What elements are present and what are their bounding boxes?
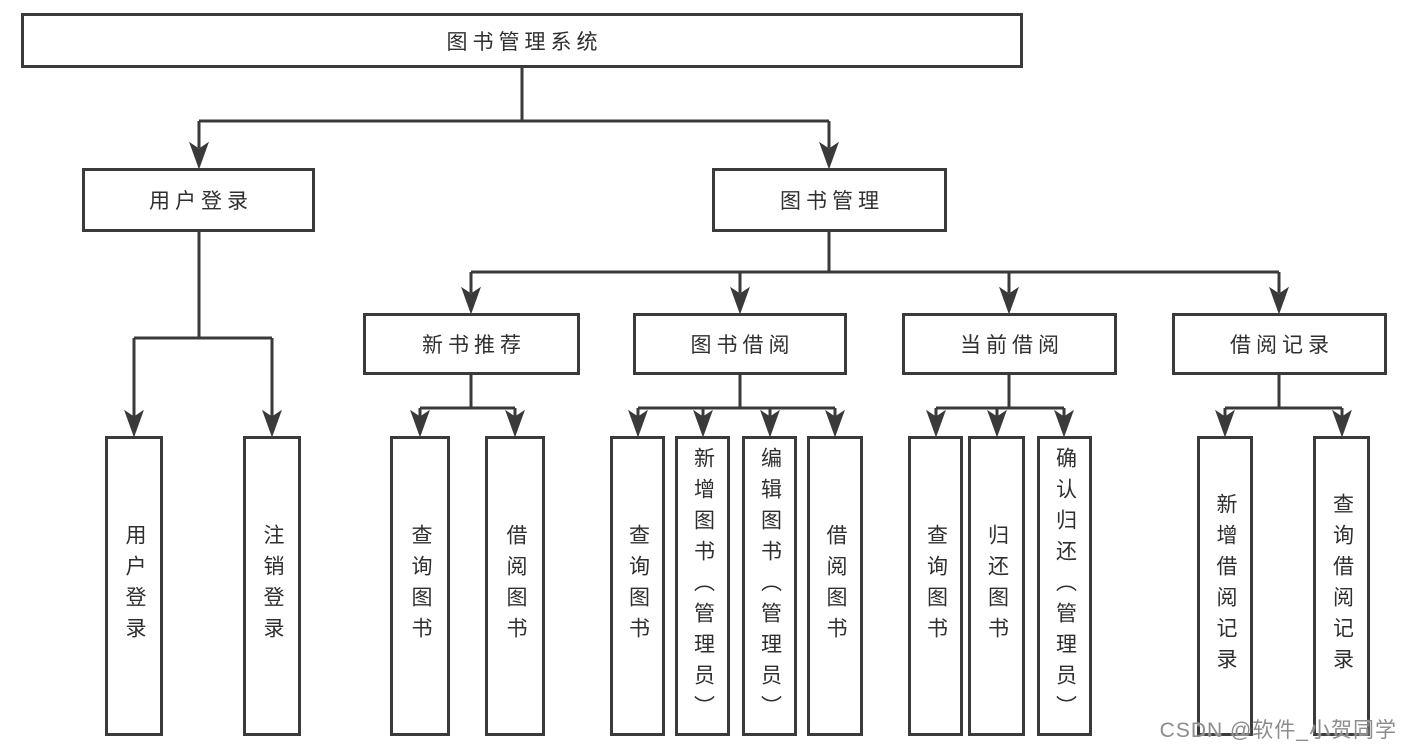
connector-root-to-level2: [197, 68, 831, 148]
arrowhead: [999, 286, 1019, 315]
arrowhead: [987, 409, 1007, 438]
arrowhead: [1332, 409, 1352, 438]
arrowhead: [819, 141, 839, 170]
leaf-label: 注销登录: [261, 524, 285, 648]
node-current-borrow: 当前借阅: [902, 313, 1117, 375]
node-label: 借阅记录: [1230, 334, 1334, 357]
node-label: 图书管理系统: [446, 30, 603, 54]
leaf-newbook-query-books: 查询图书: [390, 436, 450, 736]
node-label: 图书管理: [780, 190, 884, 213]
node-book-management: 图书管理: [712, 168, 947, 232]
leaf-label: 确认归还（管理员）: [1053, 446, 1077, 726]
leaf-current-return-books: 归还图书: [968, 436, 1025, 736]
node-label: 当前借阅: [960, 334, 1064, 357]
connector-borrow-to-leaves: [636, 375, 837, 418]
leaf-label: 编辑图书（管理员）: [758, 446, 782, 726]
arrowhead: [461, 286, 481, 315]
arrowheads: [124, 141, 1352, 438]
csdn-watermark: CSDN @软件_小贺同学: [1159, 719, 1397, 742]
connector-userlogin-to-leaves: [132, 232, 274, 418]
leaf-borrow-borrow-books: 借阅图书: [807, 436, 863, 736]
arrowhead: [926, 409, 946, 438]
arrowhead: [1269, 286, 1289, 315]
arrowhead: [262, 409, 282, 438]
leaf-label: 查询图书: [409, 524, 433, 648]
arrowhead: [730, 286, 750, 315]
arrowhead: [628, 409, 648, 438]
leaf-user-login: 用户登录: [105, 436, 163, 736]
connector-record-to-leaves: [1223, 375, 1344, 418]
leaf-record-add-borrow-record: 新增借阅记录: [1197, 436, 1253, 736]
node-label: 图书借阅: [690, 334, 795, 357]
leaf-logout-login: 注销登录: [243, 436, 301, 736]
leaf-borrow-add-books-admin: 新增图书（管理员）: [675, 436, 730, 736]
connector-current-to-leaves: [934, 375, 1066, 418]
leaf-label: 新增借阅记录: [1214, 493, 1238, 679]
connector-newbook-to-leaves: [418, 375, 517, 418]
node-library-management-system: 图书管理系统: [21, 13, 1023, 68]
leaf-borrow-query-books: 查询图书: [610, 436, 665, 736]
arrowhead: [189, 141, 209, 170]
node-borrow-record: 借阅记录: [1172, 313, 1387, 375]
leaf-label: 查询图书: [924, 524, 948, 648]
leaf-label: 新增图书（管理员）: [691, 446, 715, 726]
arrowhead: [1054, 409, 1074, 438]
leaf-newbook-borrow-books: 借阅图书: [485, 436, 545, 736]
leaf-record-query-borrow-record: 查询借阅记录: [1313, 436, 1370, 736]
leaf-current-confirm-return-admin: 确认归还（管理员）: [1037, 436, 1092, 736]
arrowhead: [760, 409, 780, 438]
leaf-label: 用户登录: [123, 524, 147, 648]
node-label: 用户登录: [149, 190, 253, 213]
leaf-label: 归还图书: [985, 524, 1009, 648]
leaf-label: 借阅图书: [824, 524, 848, 648]
node-book-borrow: 图书借阅: [633, 313, 847, 375]
leaf-label: 借阅图书: [504, 524, 528, 648]
node-user-login: 用户登录: [82, 168, 315, 232]
arrowhead: [825, 409, 845, 438]
node-label: 新书推荐: [422, 334, 526, 357]
arrowhead: [1215, 409, 1235, 438]
arrowhead: [124, 409, 144, 438]
leaf-current-query-books: 查询图书: [908, 436, 963, 736]
arrowhead: [505, 409, 525, 438]
leaf-label: 查询借阅记录: [1330, 493, 1354, 679]
connector-bookmgmt-to-groups: [469, 232, 1281, 293]
leaf-label: 查询图书: [626, 524, 650, 648]
leaf-borrow-edit-books-admin: 编辑图书（管理员）: [742, 436, 797, 736]
arrowhead: [410, 409, 430, 438]
node-new-book-recommend: 新书推荐: [363, 313, 580, 375]
arrowhead: [693, 409, 713, 438]
